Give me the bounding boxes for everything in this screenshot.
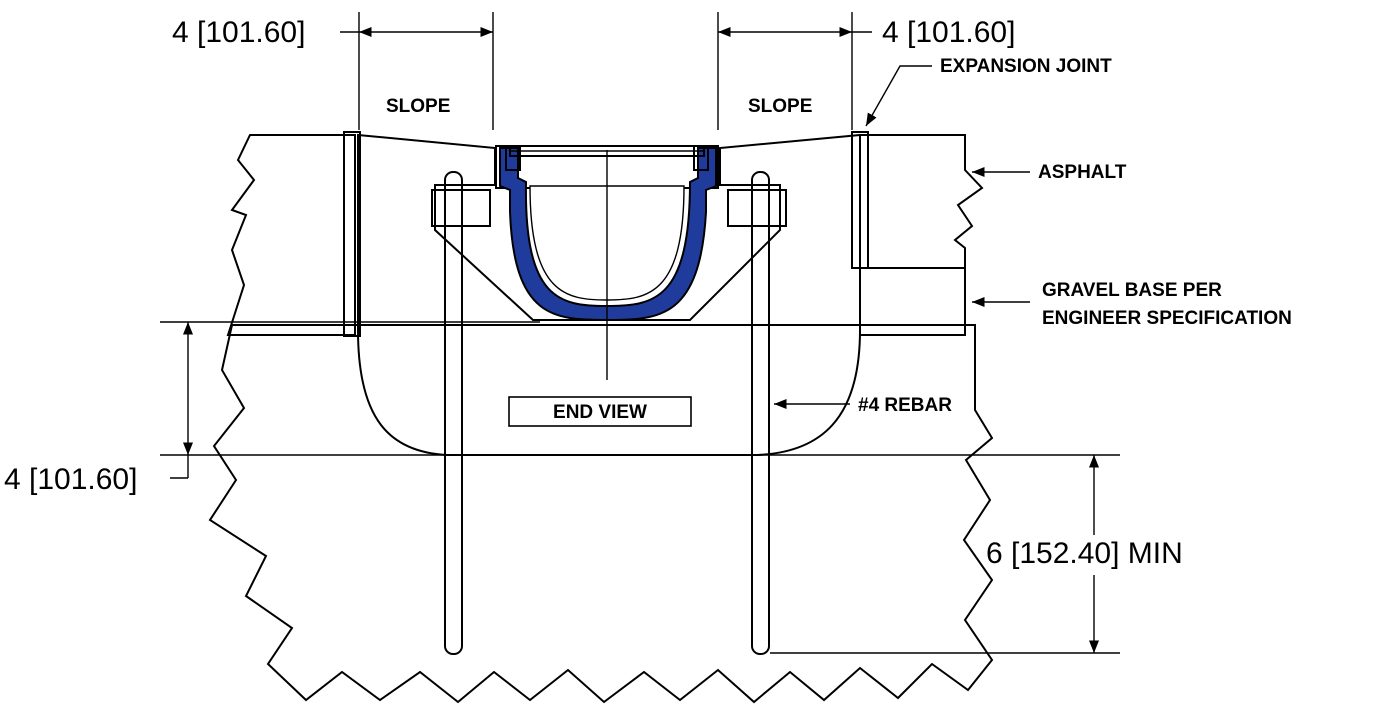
expansion-joint-left [343, 131, 361, 337]
asphalt-label: ASPHALT [1038, 162, 1127, 183]
rebar-label: #4 REBAR [858, 395, 952, 416]
gravel-label-line1: GRAVEL BASE PER [1042, 280, 1222, 301]
gravel-label-line2: ENGINEER SPECIFICATION [1042, 308, 1292, 329]
left-slab-concrete [226, 134, 356, 336]
rebar-left [444, 171, 463, 655]
asphalt-layer [859, 134, 984, 269]
top-dimension-right [717, 12, 872, 130]
depth-dimension-right [770, 455, 1120, 654]
gravel-base [858, 267, 966, 336]
end-view-title: END VIEW [553, 402, 647, 423]
end-view-title-box [508, 396, 692, 427]
soil-mass [208, 324, 994, 704]
top-dimension-left-text: 4 [101.60] [172, 16, 305, 49]
channel-drain [431, 145, 787, 322]
expansion-joint-leader [865, 65, 932, 127]
rebar-right [751, 171, 770, 655]
expansion-joint-label: EXPANSION JOINT [940, 56, 1112, 77]
side-dimension-left [160, 321, 1120, 479]
side-dimension-left-text: 4 [101.60] [4, 463, 137, 496]
top-dimension-right-text: 4 [101.60] [882, 16, 1015, 49]
slope-label-right: SLOPE [748, 96, 812, 117]
expansion-joint-right [851, 131, 869, 269]
top-dimension-left [340, 12, 494, 130]
depth-dimension-right-text: 6 [152.40] MIN [986, 537, 1183, 570]
trench-concrete-encasement [357, 133, 861, 456]
slope-label-left: SLOPE [386, 96, 450, 117]
